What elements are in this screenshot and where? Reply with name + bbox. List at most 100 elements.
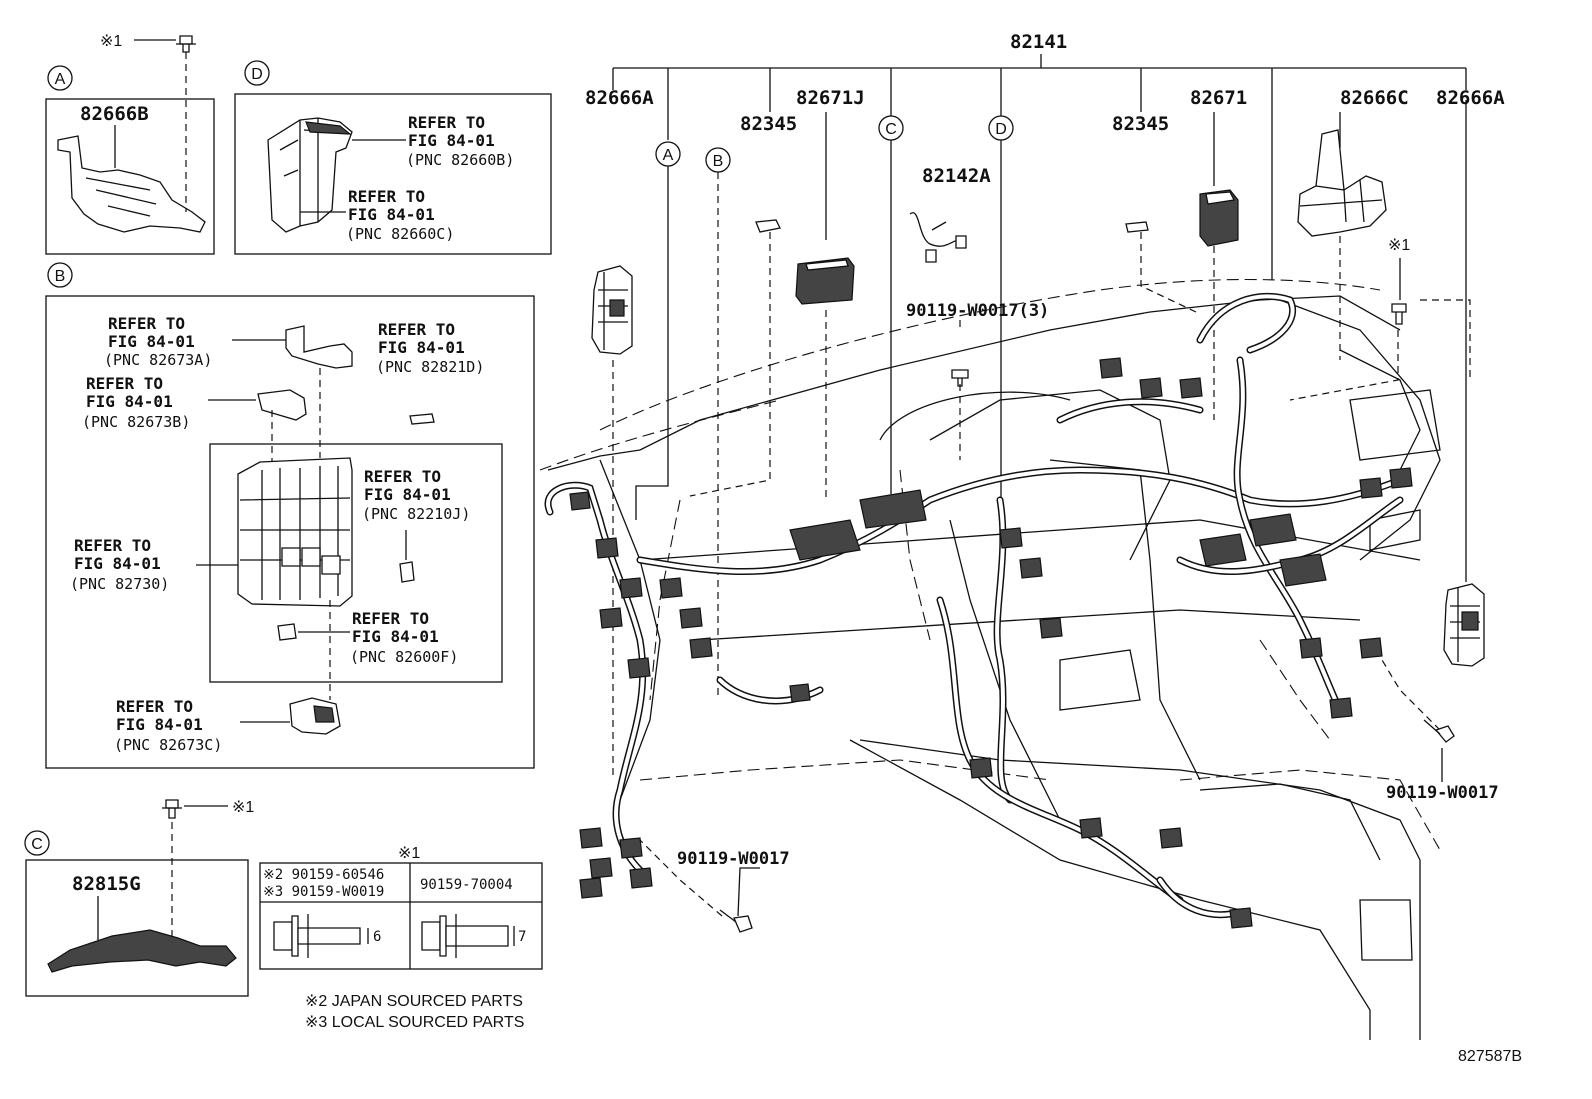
bolt-local-label: ※3 90159-W0019 (263, 884, 384, 900)
relay-box-82730-shape (237, 457, 353, 607)
harness (544, 292, 1413, 929)
svg-text:A: A (55, 71, 66, 88)
bolt-short-icon (421, 914, 515, 958)
part-82666b-label: 82666B (80, 103, 149, 125)
inset-a: A 82666B ※1 (45, 33, 215, 255)
svg-text:(PNC 82600F): (PNC 82600F) (350, 648, 458, 666)
note-mark-table: ※1 (398, 845, 420, 862)
svg-text:FIG 84-01: FIG 84-01 (364, 485, 451, 504)
fuse-82821d-shape (409, 413, 435, 425)
bolt-lower-label: 90119-W0017 (677, 849, 790, 869)
note-mark-c: ※1 (232, 799, 254, 816)
svg-text:REFER TO: REFER TO (408, 113, 485, 132)
inset-b-subframe (209, 443, 503, 683)
svg-text:D: D (251, 66, 263, 83)
note-japan-sourced: ※2 JAPAN SOURCED PARTS (305, 993, 523, 1010)
part-82345-right-label: 82345 (1112, 113, 1169, 135)
bolt-japan-label: ※2 90159-60546 (263, 867, 384, 883)
svg-text:B: B (55, 268, 66, 285)
bolt-right-label: 90119-W0017 (1386, 783, 1499, 803)
bolt-70004-label: 90159-70004 (420, 877, 513, 893)
svg-text:FIG 84-01: FIG 84-01 (116, 715, 203, 734)
svg-text:REFER TO: REFER TO (348, 187, 425, 206)
part-82142a-label: 82142A (922, 165, 991, 187)
svg-text:REFER TO: REFER TO (364, 467, 441, 486)
bolt-upper-icon (951, 369, 969, 387)
bolt-right-lower-icon (1423, 719, 1455, 743)
bolt-table: ※1 ※2 90159-60546 ※3 90159-W0019 90159-7… (259, 845, 543, 970)
svg-text:B: B (713, 153, 724, 170)
svg-text:C: C (31, 836, 43, 853)
part-82815g-shape (47, 929, 237, 973)
part-82666c-shape (1297, 129, 1387, 237)
bolt-long-icon (273, 914, 369, 958)
svg-text:(PNC 82660C): (PNC 82660C) (346, 225, 454, 243)
marker-b-inset[interactable]: B (47, 262, 73, 288)
relay-82600f-shape (277, 623, 297, 641)
svg-text:FIG 84-01: FIG 84-01 (348, 205, 435, 224)
svg-text:FIG 84-01: FIG 84-01 (108, 332, 195, 351)
svg-text:REFER TO: REFER TO (352, 609, 429, 628)
marker-b-main[interactable]: B (705, 147, 731, 173)
dashboard-body (539, 278, 1441, 1040)
bolt-dim-2: 7 (518, 929, 526, 945)
bolt-upper-label: 90119-W0017(3) (906, 301, 1049, 321)
svg-text:FIG 84-01: FIG 84-01 (74, 554, 161, 573)
svg-text:(PNC 82660B): (PNC 82660B) (406, 151, 514, 169)
svg-text:(PNC 82673C): (PNC 82673C) (114, 736, 222, 754)
part-82345-left-shape (755, 219, 781, 233)
connector-82673a-shape (285, 325, 353, 369)
part-82815g-label: 82815G (72, 873, 141, 895)
relay-block-d-shape (267, 117, 353, 233)
svg-text:(PNC 82821D): (PNC 82821D) (376, 358, 484, 376)
connector-clusters (569, 357, 1413, 929)
leader-tree: 82141 (612, 31, 1467, 280)
svg-text:(PNC 82730): (PNC 82730) (70, 575, 169, 593)
svg-text:FIG 84-01: FIG 84-01 (352, 627, 439, 646)
inset-b: B REFER TO FIG 84-01 (PNC 82673A) REFER … (45, 262, 535, 769)
marker-a-main[interactable]: A (655, 141, 681, 167)
bolt-a-icon (176, 35, 196, 53)
marker-d-main[interactable]: D (988, 115, 1014, 141)
bolt-lower-icon (719, 909, 753, 933)
svg-text:(PNC 82673A): (PNC 82673A) (104, 351, 212, 369)
svg-text:REFER TO: REFER TO (108, 314, 185, 333)
connector-82673b-shape (257, 389, 307, 421)
marker-a-inset[interactable]: A (47, 65, 73, 91)
note-mark-main: ※1 (1388, 237, 1410, 254)
marker-c-inset[interactable]: C (24, 830, 50, 856)
svg-text:FIG 84-01: FIG 84-01 (408, 131, 495, 150)
svg-text:D: D (995, 121, 1007, 138)
fuse-82210j-shape (399, 561, 415, 583)
note-local-sourced: ※3 LOCAL SOURCED PARTS (305, 1014, 524, 1031)
inset-c-frame (25, 859, 249, 997)
marker-d-inset[interactable]: D (244, 60, 270, 86)
part-82345-left-label: 82345 (740, 113, 797, 135)
bolt-c-icon (162, 799, 182, 819)
bolt-right-upper-icon (1391, 303, 1407, 325)
inset-d: D REFER TO FIG 84-01 (PNC 82660B) REFER … (234, 60, 552, 255)
note-mark-a: ※1 (100, 33, 122, 50)
part-82666a-right-label: 82666A (1436, 87, 1505, 109)
figure-id: 827587B (1458, 1048, 1522, 1065)
bolt-table-frame (259, 862, 543, 970)
svg-text:(PNC 82210J): (PNC 82210J) (362, 505, 470, 523)
parts-top: ※1 (591, 129, 1485, 933)
leader-dashes (612, 100, 1471, 917)
marker-c-main[interactable]: C (878, 115, 904, 141)
inset-d-frame (234, 93, 552, 255)
svg-text:REFER TO: REFER TO (116, 697, 193, 716)
part-82345-right-shape (1125, 221, 1149, 233)
svg-text:FIG 84-01: FIG 84-01 (378, 338, 465, 357)
part-82666b-shape (57, 135, 206, 233)
part-82142a-shape (909, 212, 959, 247)
svg-text:FIG 84-01: FIG 84-01 (86, 392, 173, 411)
inset-b-frame (45, 295, 535, 769)
svg-text:C: C (885, 121, 897, 138)
svg-text:REFER TO: REFER TO (74, 536, 151, 555)
svg-text:(PNC 82673B): (PNC 82673B) (82, 413, 190, 431)
part-82666a-left-label: 82666A (585, 87, 654, 109)
svg-text:REFER TO: REFER TO (378, 320, 455, 339)
bolt-dim-1: 6 (373, 929, 381, 945)
